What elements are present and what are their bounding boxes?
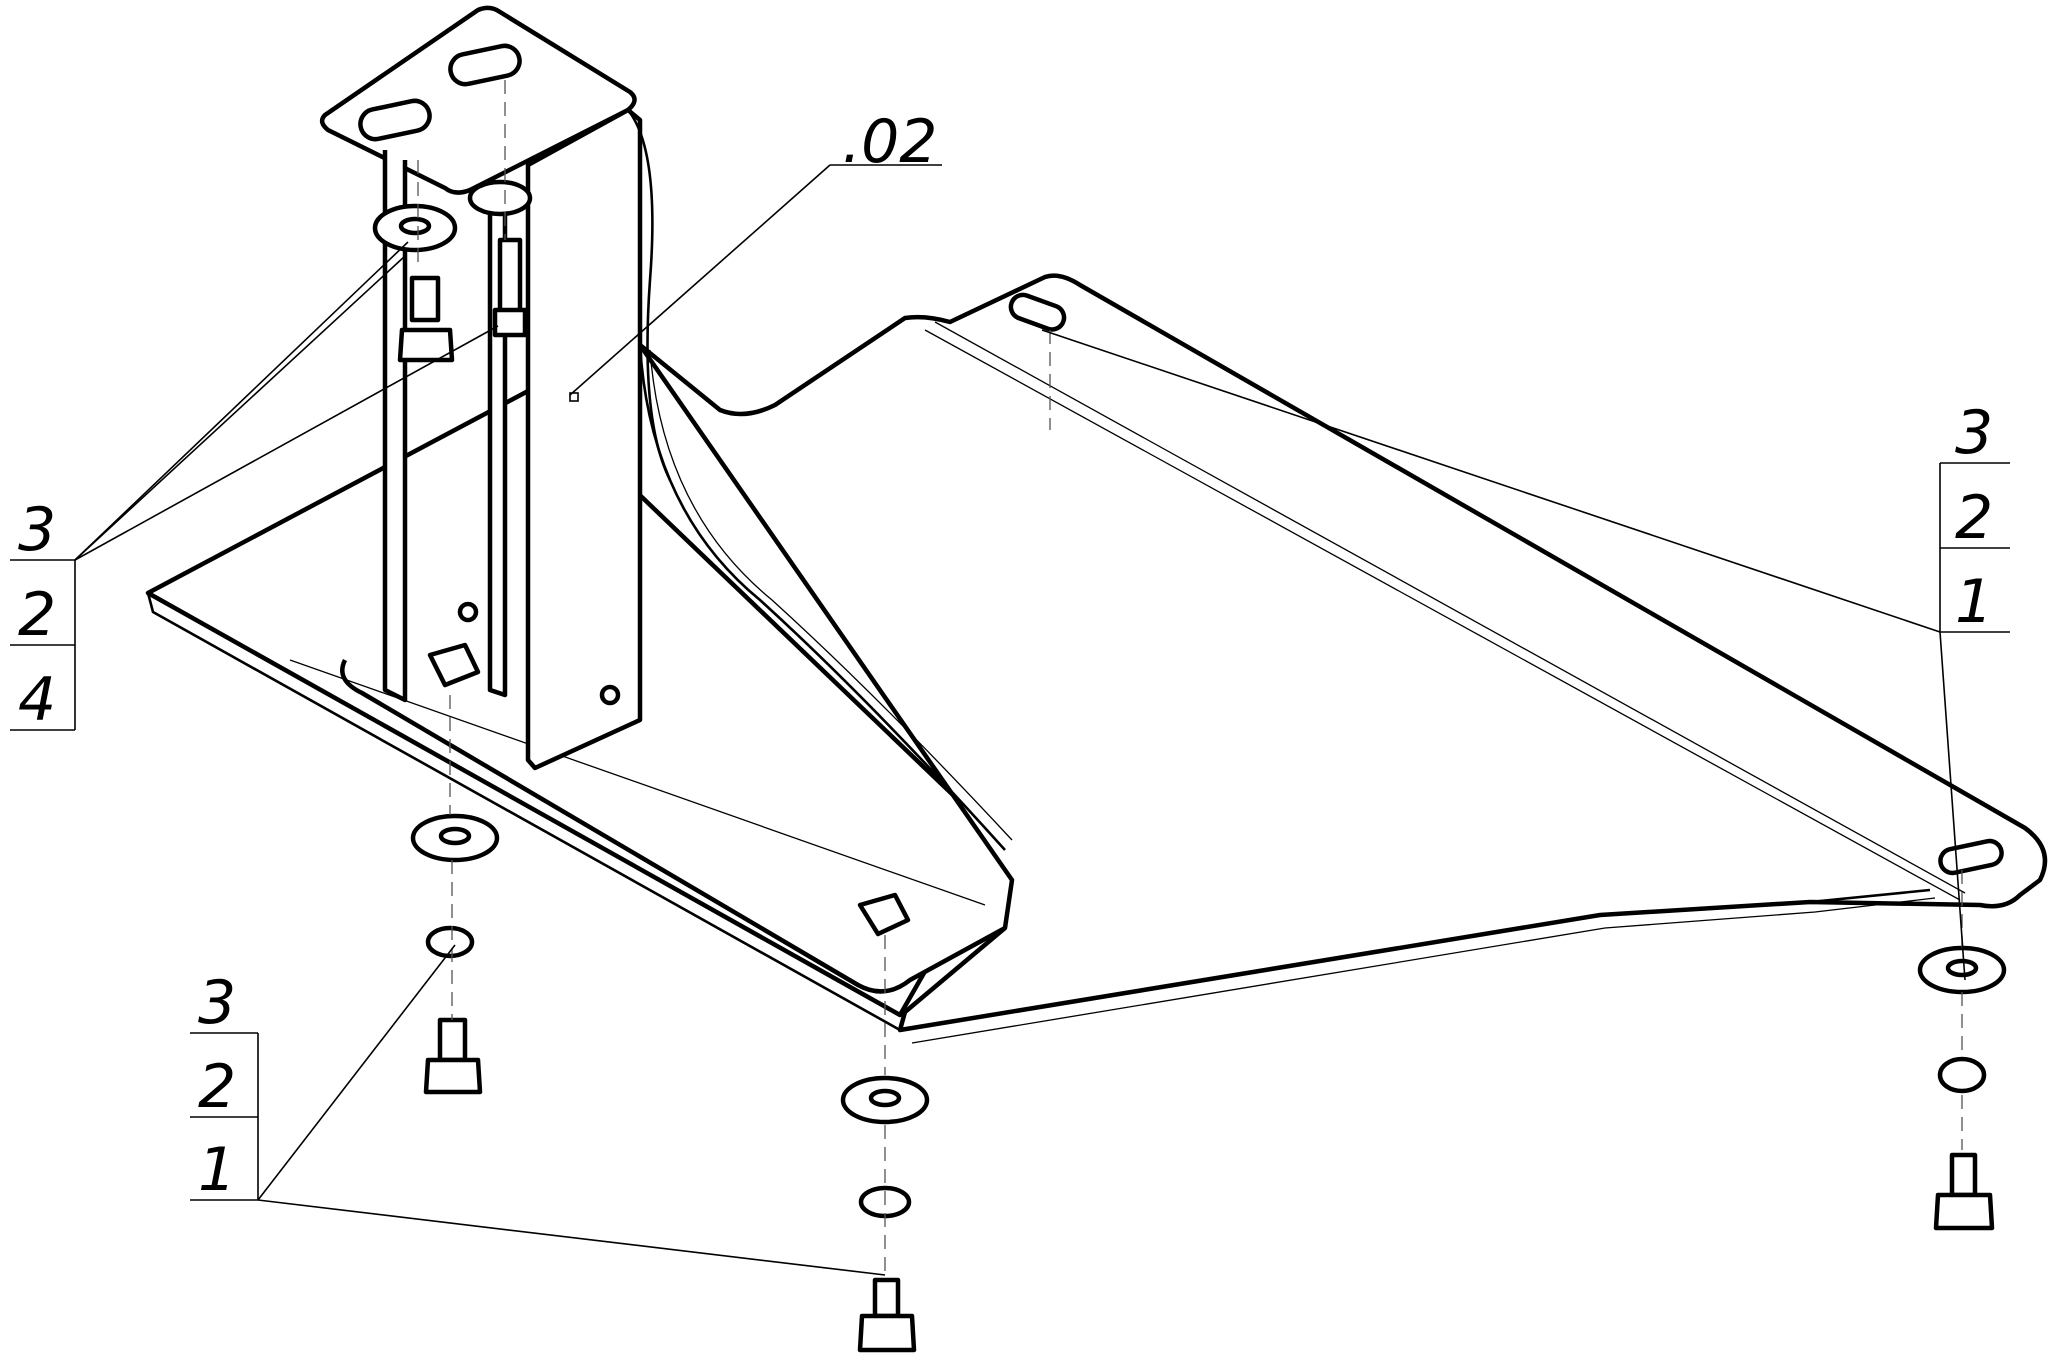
callout-lower-left-row2: 2 bbox=[198, 1052, 236, 1122]
vertical-bracket bbox=[319, 5, 672, 771]
fastener-set-right bbox=[1008, 292, 2007, 1231]
callout-upper-left-row2: 2 bbox=[18, 580, 56, 650]
callout-upper-left-row3: 4 bbox=[18, 665, 56, 735]
callout-right-row2: 2 bbox=[1955, 483, 1993, 553]
leader-lines bbox=[74, 164, 1966, 1276]
callout-lower-left-row3: 1 bbox=[198, 1135, 236, 1205]
part-ref-label: .02 bbox=[842, 107, 937, 177]
callout-lower-left: 3 2 1 bbox=[190, 968, 259, 1205]
callout-upper-left: 3 2 4 bbox=[10, 495, 76, 735]
callout-right-row1: 3 bbox=[1955, 398, 1993, 468]
fastener-set-upper-left bbox=[372, 80, 533, 363]
callout-upper-left-row1: 3 bbox=[18, 495, 56, 565]
fastener-set-bottom bbox=[840, 892, 930, 1353]
callout-right-row3: 1 bbox=[1955, 567, 1993, 637]
callout-right: 3 2 1 bbox=[1939, 398, 2010, 637]
callout-lower-left-row1: 3 bbox=[198, 968, 236, 1038]
fastener-set-left bbox=[410, 642, 500, 1095]
